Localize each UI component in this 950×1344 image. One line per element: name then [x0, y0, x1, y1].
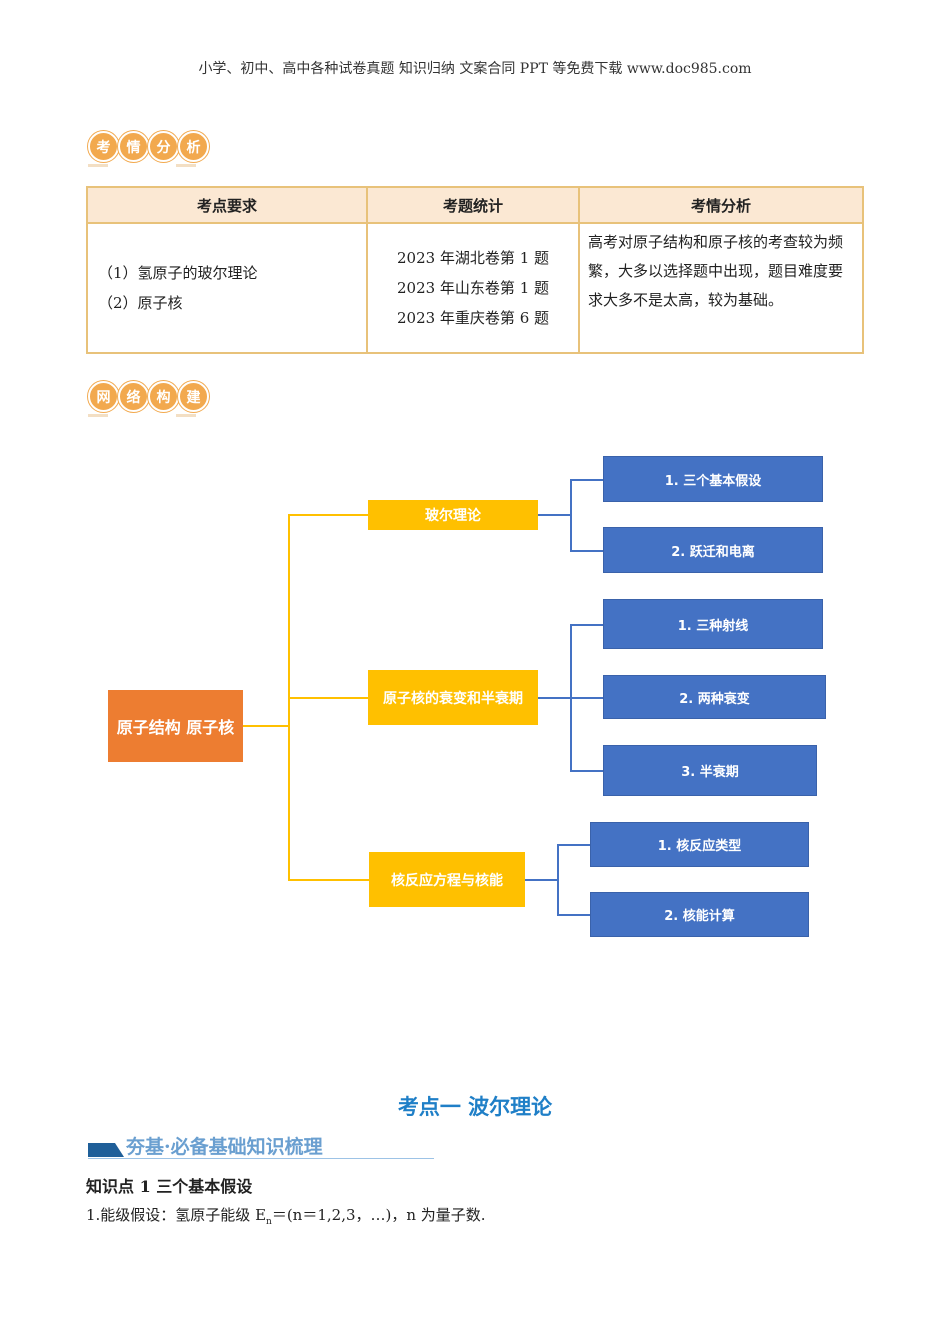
banner-title: 夯基·必备基础知识梳理 [126, 1136, 323, 1158]
connector [288, 514, 368, 516]
badge-char: 络 [118, 381, 149, 412]
leaf: 1. 核反应类型 [591, 823, 808, 866]
mindmap-root: 原子结构 原子核 [108, 690, 243, 762]
connector [243, 725, 289, 727]
connector [557, 844, 559, 915]
connector [570, 479, 604, 481]
badge-char: 网 [88, 381, 119, 412]
connector [288, 879, 369, 881]
badge-char: 析 [178, 131, 209, 162]
connector [557, 844, 591, 846]
leaf: 2. 核能计算 [591, 893, 808, 936]
col-header: 考情分析 [578, 186, 864, 224]
connector [288, 697, 368, 699]
network-badge: 网络构建 [88, 381, 209, 417]
requirements-cell: （1）氢原子的玻尔理论 （2）原子核 [86, 222, 368, 354]
leaf: 3. 半衰期 [604, 746, 816, 795]
stat: 2023 年重庆卷第 6 题 [396, 309, 550, 327]
connector [557, 914, 591, 916]
analysis-cell: 高考对原子结构和原子核的考查较为频繁，大多以选择题中出现，题目难度要求大多不是太… [578, 222, 864, 354]
badge-char: 分 [148, 131, 179, 162]
col-header: 考题统计 [366, 186, 580, 224]
leaf: 1. 三种射线 [604, 600, 822, 648]
banner: 夯基·必备基础知识梳理 [88, 1132, 434, 1159]
requirement: （2）原子核 [98, 294, 183, 312]
leaf: 2. 跃迁和电离 [604, 528, 822, 572]
subscript: n [266, 1217, 272, 1227]
leaf: 2. 两种衰变 [604, 676, 825, 718]
stats-cell: 2023 年湖北卷第 1 题 2023 年山东卷第 1 题 2023 年重庆卷第 6… [366, 222, 580, 354]
stat: 2023 年山东卷第 1 题 [396, 279, 550, 297]
requirement: （1）氢原子的玻尔理论 [98, 264, 258, 282]
text: ＝(n＝1,2,3，…)，n 为量子数. [271, 1206, 486, 1224]
knowledge-point-text: 1.能级假设：氢原子能级 En＝(n＝1,2,3，…)，n 为量子数. [86, 1204, 486, 1227]
connector [570, 770, 604, 772]
badge-char: 建 [178, 381, 209, 412]
leaf: 1. 三个基本假设 [604, 457, 822, 501]
connector [525, 879, 558, 881]
badge-char: 构 [148, 381, 179, 412]
knowledge-point-title: 知识点 1 三个基本假设 [86, 1177, 253, 1196]
branch-nuclear-reaction: 核反应方程与核能 [369, 852, 525, 907]
badge-char: 考 [88, 131, 119, 162]
col-header: 考点要求 [86, 186, 368, 224]
branch-bohr: 玻尔理论 [368, 500, 538, 530]
connector [570, 624, 604, 626]
connector [538, 697, 571, 699]
branch-decay: 原子核的衰变和半衰期 [368, 670, 538, 725]
banner-shape [88, 1143, 124, 1157]
connector [570, 550, 604, 552]
page-header: 小学、初中、高中各种试卷真题 知识归纳 文案合同 PPT 等免费下载 www.d… [198, 61, 752, 77]
badge-char: 情 [118, 131, 149, 162]
connector [570, 479, 572, 551]
connector [538, 514, 571, 516]
section-title: 考点一 波尔理论 [397, 1095, 553, 1119]
stat: 2023 年湖北卷第 1 题 [396, 249, 550, 267]
connector [570, 697, 604, 699]
text: 1.能级假设：氢原子能级 E [86, 1206, 267, 1224]
exam-analysis-table: 考点要求考题统计考情分析 （1）氢原子的玻尔理论 （2）原子核 2023 年湖北卷… [86, 186, 864, 354]
exam-analysis-badge: 考情分析 [88, 131, 209, 167]
